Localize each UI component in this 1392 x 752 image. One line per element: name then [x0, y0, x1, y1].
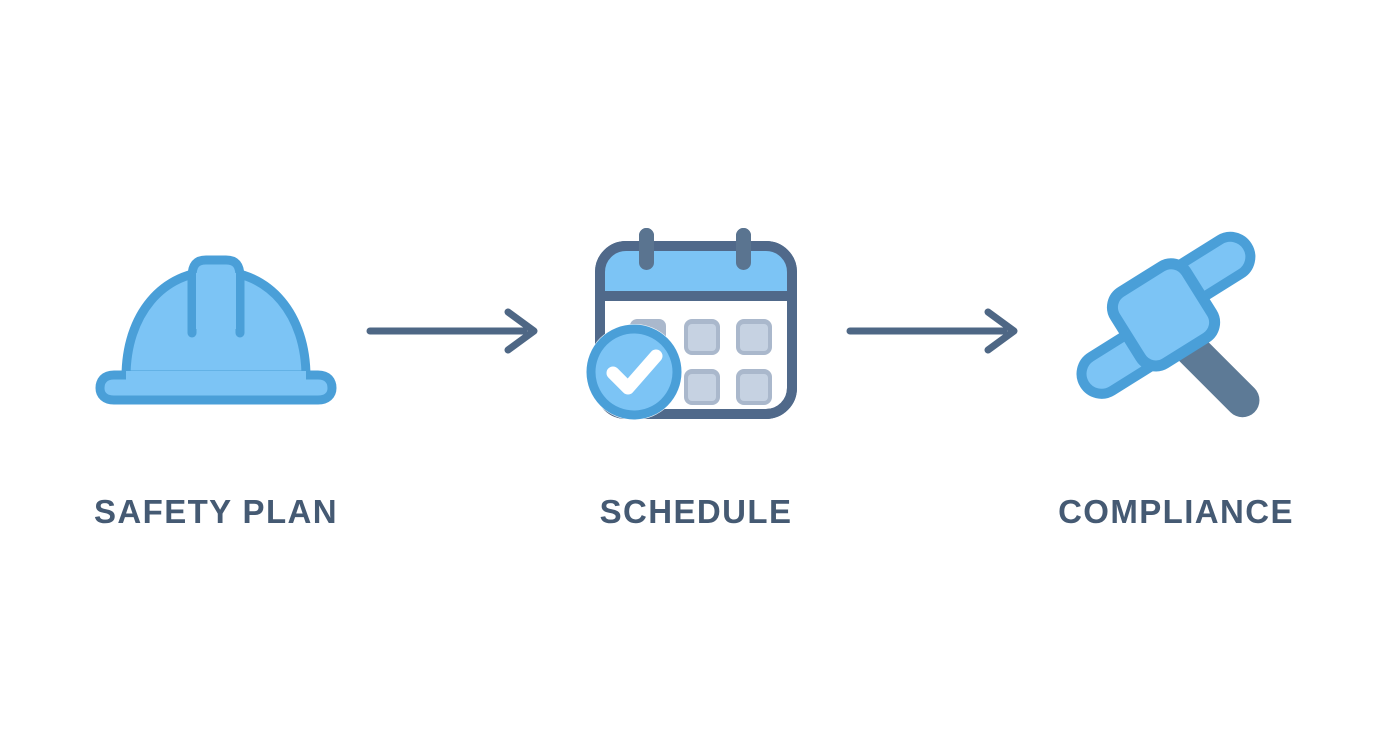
connector-arrow-1: [361, 216, 551, 536]
calendar-check-icon-wrap: [576, 216, 816, 431]
step-label-compliance: COMPLIANCE: [1058, 493, 1294, 530]
hard-hat-icon-wrap: [95, 216, 337, 431]
flow-step-schedule: SCHEDULE: [551, 216, 841, 536]
connector-arrow-2: [841, 216, 1031, 536]
arrow-right-icon-1: [366, 308, 538, 354]
hard-hat-icon: [95, 255, 337, 404]
gavel-icon-wrap: [1056, 216, 1296, 431]
step-label-safety-plan: SAFETY PLAN: [94, 493, 338, 530]
flow-step-compliance: COMPLIANCE: [1031, 216, 1321, 536]
flow-step-safety-plan: SAFETY PLAN: [71, 216, 361, 536]
calendar-check-icon: [585, 227, 797, 420]
step-label-schedule: SCHEDULE: [599, 493, 793, 530]
arrow-right-icon-2: [846, 308, 1018, 354]
gavel-icon: [1076, 231, 1259, 418]
